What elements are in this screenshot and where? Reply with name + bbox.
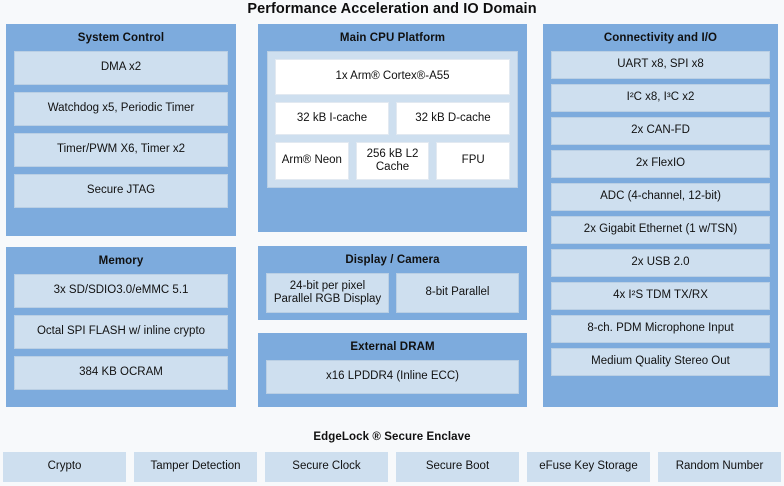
block-usb[interactable]: 2x USB 2.0 bbox=[551, 249, 770, 277]
panel-title-edgelock-secure-enclave: EdgeLock ® Secure Enclave bbox=[313, 431, 471, 443]
block-efuse-key-storage[interactable]: eFuse Key Storage bbox=[527, 452, 650, 482]
display-block-list: 24-bit per pixel Parallel RGB Display 8-… bbox=[258, 273, 527, 322]
panel-connectivity-io: Connectivity and I/O UART x8, SPI x8 I²C… bbox=[543, 24, 778, 407]
connectivity-block-list: UART x8, SPI x8 I²C x8, I³C x2 2x CAN-FD… bbox=[543, 51, 778, 385]
block-dma[interactable]: DMA x2 bbox=[14, 51, 228, 85]
dram-block-list: x16 LPDDR4 (Inline ECC) bbox=[258, 360, 527, 403]
page-title: Performance Acceleration and IO Domain bbox=[247, 1, 537, 17]
cpu-inner-container: 1x Arm® Cortex®-A55 32 kB I-cache 32 kB … bbox=[267, 51, 518, 188]
block-d-cache[interactable]: 32 kB D-cache bbox=[396, 102, 510, 135]
block-secure-boot[interactable]: Secure Boot bbox=[396, 452, 519, 482]
panel-title-display-camera: Display / Camera bbox=[345, 254, 440, 266]
block-i2s-tdm[interactable]: 4x I²S TDM TX/RX bbox=[551, 282, 770, 310]
block-ocram[interactable]: 384 KB OCRAM bbox=[14, 356, 228, 390]
block-crypto[interactable]: Crypto bbox=[3, 452, 126, 482]
block-cortex-a55[interactable]: 1x Arm® Cortex®-A55 bbox=[275, 59, 510, 95]
block-tamper-detection[interactable]: Tamper Detection bbox=[134, 452, 257, 482]
block-watchdog[interactable]: Watchdog x5, Periodic Timer bbox=[14, 92, 228, 126]
panel-title-system-control: System Control bbox=[77, 32, 165, 44]
block-can-fd[interactable]: 2x CAN-FD bbox=[551, 117, 770, 145]
block-lpddr4[interactable]: x16 LPDDR4 (Inline ECC) bbox=[266, 360, 519, 394]
block-uart-spi[interactable]: UART x8, SPI x8 bbox=[551, 51, 770, 79]
memory-block-list: 3x SD/SDIO3.0/eMMC 5.1 Octal SPI FLASH w… bbox=[6, 274, 236, 399]
block-rgb-display[interactable]: 24-bit per pixel Parallel RGB Display bbox=[266, 273, 389, 313]
block-random-number[interactable]: Random Number bbox=[658, 452, 781, 482]
block-secure-clock[interactable]: Secure Clock bbox=[265, 452, 388, 482]
block-fpu[interactable]: FPU bbox=[436, 142, 511, 180]
panel-edgelock-secure-enclave: EdgeLock ® Secure Enclave Crypto Tamper … bbox=[0, 421, 784, 486]
block-sd-sdio-emmc[interactable]: 3x SD/SDIO3.0/eMMC 5.1 bbox=[14, 274, 228, 308]
block-i-cache[interactable]: 32 kB I-cache bbox=[275, 102, 389, 135]
block-secure-jtag[interactable]: Secure JTAG bbox=[14, 174, 228, 208]
panel-display-camera: Display / Camera 24-bit per pixel Parall… bbox=[258, 246, 527, 320]
block-l2-cache[interactable]: 256 kB L2 Cache bbox=[355, 142, 430, 180]
block-stereo-out[interactable]: Medium Quality Stereo Out bbox=[551, 348, 770, 376]
block-arm-neon[interactable]: Arm® Neon bbox=[275, 142, 349, 180]
system-control-block-list: DMA x2 Watchdog x5, Periodic Timer Timer… bbox=[6, 51, 236, 217]
enclave-block-list: Crypto Tamper Detection Secure Clock Sec… bbox=[0, 452, 784, 482]
panel-title-memory: Memory bbox=[98, 255, 144, 267]
panel-main-cpu-platform: Main CPU Platform 1x Arm® Cortex®-A55 32… bbox=[258, 24, 527, 232]
block-i2c-i3c[interactable]: I²C x8, I³C x2 bbox=[551, 84, 770, 112]
panel-system-control: System Control DMA x2 Watchdog x5, Perio… bbox=[6, 24, 236, 236]
panel-title-external-dram: External DRAM bbox=[350, 341, 435, 353]
cpu-feature-row: Arm® Neon 256 kB L2 Cache FPU bbox=[275, 142, 511, 180]
panel-external-dram: External DRAM x16 LPDDR4 (Inline ECC) bbox=[258, 333, 527, 407]
block-adc[interactable]: ADC (4-channel, 12-bit) bbox=[551, 183, 770, 211]
block-8bit-parallel[interactable]: 8-bit Parallel bbox=[396, 273, 519, 313]
block-gigabit-ethernet[interactable]: 2x Gigabit Ethernet (1 w/TSN) bbox=[551, 216, 770, 244]
block-pdm-microphone[interactable]: 8-ch. PDM Microphone Input bbox=[551, 315, 770, 343]
block-timer-pwm[interactable]: Timer/PWM X6, Timer x2 bbox=[14, 133, 228, 167]
panel-title-connectivity-io: Connectivity and I/O bbox=[603, 32, 718, 44]
cpu-cache-row: 32 kB I-cache 32 kB D-cache bbox=[275, 102, 510, 135]
block-flexio[interactable]: 2x FlexIO bbox=[551, 150, 770, 178]
block-octal-spi-flash[interactable]: Octal SPI FLASH w/ inline crypto bbox=[14, 315, 228, 349]
panel-memory: Memory 3x SD/SDIO3.0/eMMC 5.1 Octal SPI … bbox=[6, 247, 236, 407]
panel-title-main-cpu-platform: Main CPU Platform bbox=[339, 32, 446, 44]
